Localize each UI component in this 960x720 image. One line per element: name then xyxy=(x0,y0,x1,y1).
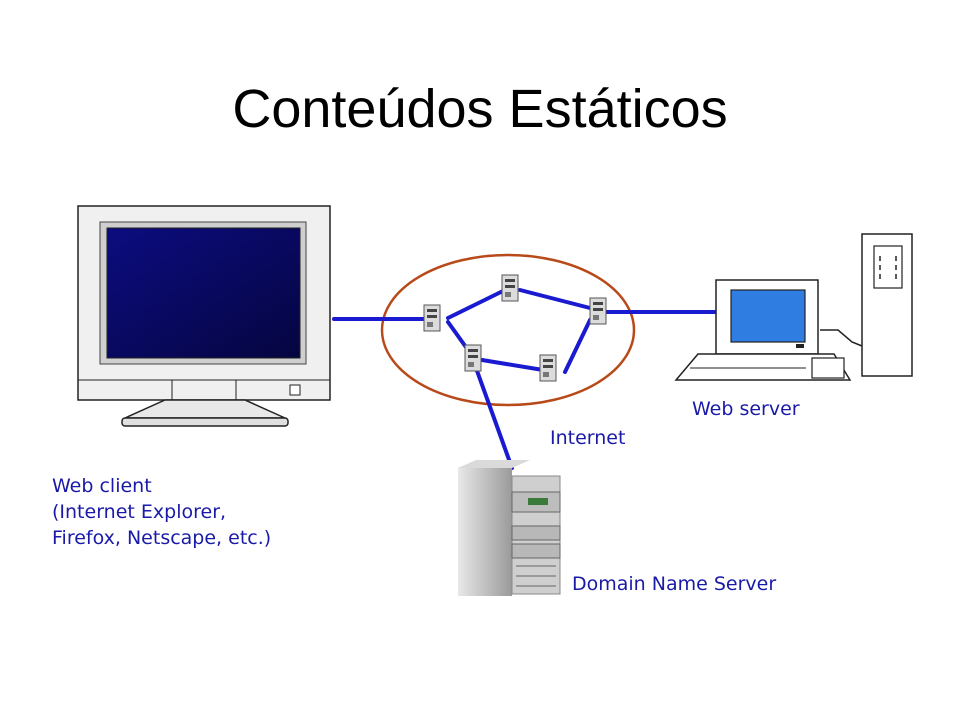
link-r2-r3 xyxy=(518,288,592,310)
router-icon xyxy=(423,304,441,332)
router-icon xyxy=(464,344,482,372)
web-client-label-line: (Internet Explorer, xyxy=(52,501,227,523)
web-server-label: Web server xyxy=(692,398,800,420)
internet-label: Internet xyxy=(550,427,626,449)
link-r4-r5 xyxy=(480,358,545,372)
link-r5-r3 xyxy=(563,318,592,374)
crt-monitor-icon xyxy=(77,205,331,427)
internet-cloud xyxy=(380,253,636,407)
router-icon xyxy=(539,354,557,382)
workstation-icon xyxy=(674,233,913,381)
router-icon xyxy=(589,297,607,325)
link-dns xyxy=(474,366,514,470)
router-icon xyxy=(501,274,519,302)
dns-label: Domain Name Server xyxy=(572,573,777,595)
web-client-label-line: Firefox, Netscape, etc.) xyxy=(52,527,272,549)
link-r1-r2 xyxy=(446,288,507,320)
web-client-label-line: Web client xyxy=(52,475,152,497)
web-client-label: Web client (Internet Explorer, Firefox, … xyxy=(52,473,271,551)
slide-title: Conteúdos Estáticos xyxy=(232,79,728,139)
tower-server-icon xyxy=(458,460,561,596)
network-links xyxy=(332,288,718,470)
